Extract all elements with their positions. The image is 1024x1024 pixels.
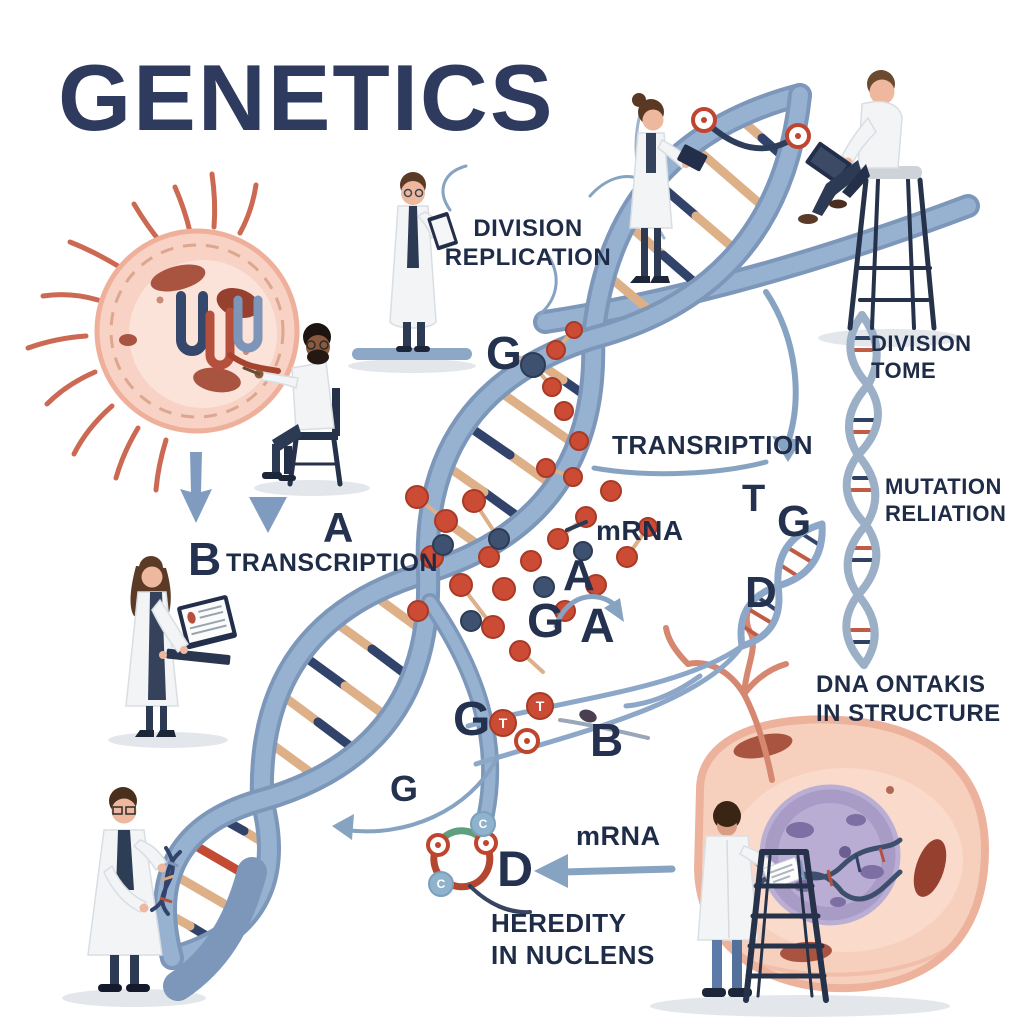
- flow-arrows: [180, 106, 802, 914]
- nucleotide-bead-cluster: [405, 321, 658, 674]
- label-line: HEREDITY: [491, 908, 627, 938]
- label-line: RELIATION: [885, 500, 1007, 526]
- down-triangle-arrow: [249, 497, 287, 533]
- letter-a-mid: A: [580, 600, 615, 653]
- label-line: TOME: [871, 357, 937, 383]
- mrna-left-arrow: [534, 854, 568, 888]
- scientist-sitting-pointer: [242, 323, 343, 487]
- letter-g-mid: G: [527, 595, 565, 648]
- c-bead-label: C: [437, 877, 446, 891]
- scientist-back-view: [697, 801, 803, 997]
- letter-t-right: T: [742, 478, 766, 520]
- label-division-replication: DIVISION REPLICATION: [438, 214, 618, 273]
- label-line: REPLICATION: [444, 244, 612, 272]
- step-ladder: [743, 849, 829, 1003]
- label-transription: TRANSRIPTION: [612, 430, 813, 460]
- label-line: DNA ONTAKIS: [816, 671, 986, 698]
- label-mutation-reliation: MUTATION RELIATION: [885, 474, 1006, 528]
- right-cell-illustration: [663, 599, 990, 993]
- scientist-laptop-woman: [125, 556, 237, 737]
- label-mrna-center: mRNA: [596, 515, 684, 546]
- scientist-tablet-woman: [629, 93, 708, 283]
- letter-g-right: G: [777, 497, 812, 546]
- right-vertical-helix: [842, 311, 882, 669]
- c-bead-label: C: [479, 817, 488, 831]
- letter-b-lower: B: [590, 714, 624, 766]
- letter-a-mid-upper: A: [563, 551, 595, 600]
- letter-b-left: B: [188, 533, 222, 585]
- label-heredity: HEREDITY IN NUCLENS: [491, 908, 655, 971]
- letter-g-top: G: [486, 327, 522, 379]
- label-line: DIVISION: [871, 331, 972, 356]
- mrna-tick: [565, 520, 588, 532]
- letter-a-left: A: [323, 504, 354, 551]
- mrna-strand-top: [691, 107, 811, 152]
- scientist-clipboard: [352, 172, 472, 360]
- label-line: DIVISION: [473, 215, 583, 242]
- down-arrow: [180, 452, 212, 523]
- letter-d-bottom: D: [497, 841, 534, 897]
- label-mrna-bottom: mRNA: [576, 821, 661, 851]
- label-line: IN NUCLENS: [491, 939, 655, 970]
- scientist-holding-dna: [87, 787, 182, 992]
- letter-d-right: D: [745, 568, 777, 617]
- label-dna-ontakis: DNA ONTAKIS IN STRUCTURE: [816, 670, 1001, 729]
- t-bead-label: T: [536, 698, 545, 714]
- letter-g-lower: G: [453, 693, 491, 746]
- t-bead-label: T: [499, 715, 508, 731]
- transription-underline: [591, 459, 769, 477]
- page-title: GENETICS: [58, 45, 555, 150]
- label-line: IN STRUCTURE: [816, 700, 1001, 728]
- label-line: MUTATION: [885, 474, 1002, 499]
- left-cell-illustration: [25, 171, 300, 493]
- label-transcription-left: TRANSCRIPTION: [226, 549, 439, 577]
- letter-g-bottom: G: [390, 768, 419, 809]
- small-helix-and-strands: T T: [465, 520, 826, 767]
- label-division-tome: DIVISION TOME: [871, 331, 972, 385]
- scientist-stool-laptop: [798, 70, 937, 331]
